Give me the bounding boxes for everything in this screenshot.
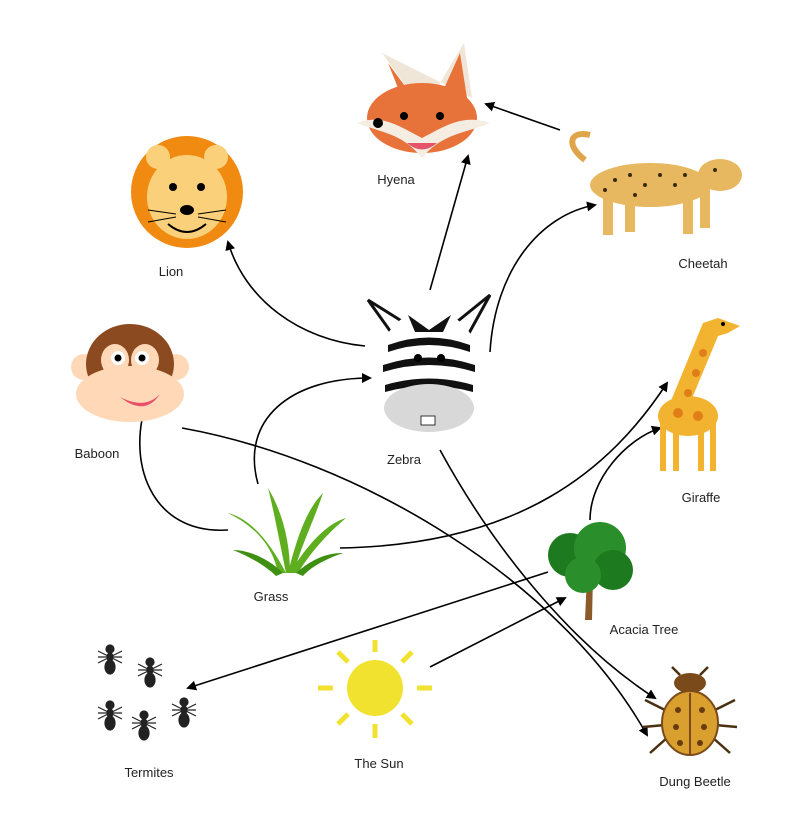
edge-zebra-hyena <box>429 154 471 291</box>
giraffe-label: Giraffe <box>681 490 721 505</box>
giraffe-icon <box>658 318 740 471</box>
hyena-icon <box>357 43 490 158</box>
edge-zebra-cheetah <box>489 201 597 353</box>
zebra-label: Zebra <box>387 452 421 467</box>
baboon-label: Baboon <box>74 446 120 461</box>
acacia-tree-icon <box>548 522 633 620</box>
edge-grass-zebra <box>253 373 372 485</box>
sun-label: The Sun <box>354 756 404 771</box>
acacia-tree-label: Acacia Tree <box>609 622 679 637</box>
dung-beetle-icon <box>642 666 738 756</box>
dung-beetle-label: Dung Beetle <box>659 774 731 789</box>
lion-label: Lion <box>158 264 184 279</box>
grass-icon <box>228 488 346 576</box>
edge-acacia-termites <box>186 571 549 691</box>
lion-icon <box>131 136 243 248</box>
edge-zebra-beetle <box>439 449 657 700</box>
termites-icon <box>97 644 197 741</box>
edge-zebra-lion <box>225 240 366 347</box>
sun-icon <box>318 640 432 738</box>
edge-acacia-giraffe <box>589 425 662 521</box>
cheetah-icon <box>569 131 742 235</box>
edge-cheetah-hyena <box>484 101 561 131</box>
edge-grass-giraffe <box>339 381 669 549</box>
termites-label: Termites <box>124 765 174 780</box>
baboon-icon <box>71 324 189 422</box>
edge-sun-acacia <box>429 597 567 668</box>
cheetah-label: Cheetah <box>678 256 728 271</box>
hyena-label: Hyena <box>377 172 415 187</box>
zebra-icon <box>366 293 492 432</box>
grass-label: Grass <box>253 589 289 604</box>
edge-baboon-beetle <box>181 427 648 737</box>
